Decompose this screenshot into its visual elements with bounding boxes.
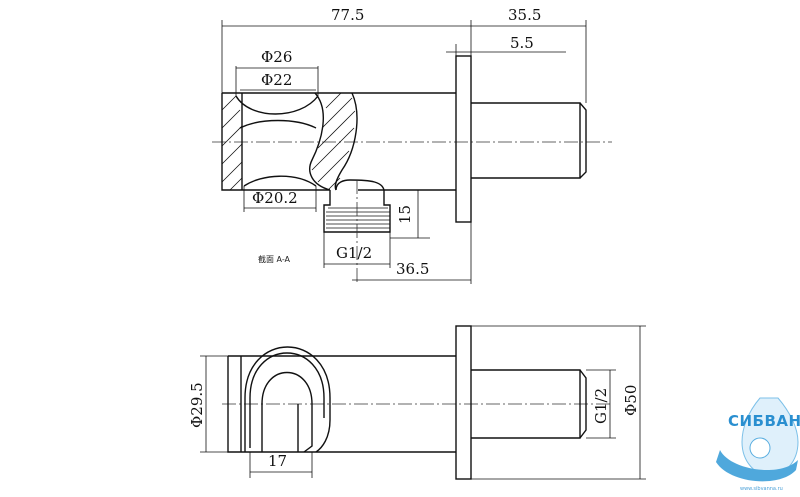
thread-lines bbox=[326, 207, 390, 229]
brand-url: www.sibvanna.ru bbox=[740, 486, 783, 492]
holder-ring-mid bbox=[249, 352, 325, 448]
outlet-thread-body bbox=[323, 179, 391, 233]
dim-outer-diameter: Φ26 bbox=[261, 48, 292, 66]
dim-flange-diameter: Φ50 bbox=[622, 385, 640, 416]
dim-holder-width: 17 bbox=[268, 452, 287, 470]
watermark-logo: СИБВАННА www.sibvanna.ru bbox=[716, 397, 800, 492]
hatched-wall-left bbox=[221, 95, 243, 191]
holder-ring-inner bbox=[261, 371, 313, 453]
dim-rear-thread: G1/2 bbox=[592, 388, 610, 424]
section-view: 77.5 35.5 5.5 Φ26 Φ22 Φ20.2 15 G1/2 bbox=[212, 6, 612, 285]
bathtub-icon bbox=[716, 450, 798, 482]
dim-inner-diameter: Φ22 bbox=[261, 71, 292, 89]
cup-curve-bottom bbox=[243, 175, 317, 187]
dim-thread-size: G1/2 bbox=[336, 244, 372, 262]
side-view: Φ29.5 17 G1/2 Φ50 bbox=[188, 325, 646, 480]
body-curve-right bbox=[334, 92, 358, 191]
rear-stub-bottom bbox=[471, 369, 587, 439]
dim-flange-to-end: 35.5 bbox=[508, 6, 541, 24]
section-label: 截面 A-A bbox=[258, 254, 291, 264]
cup-curve-mid bbox=[239, 119, 317, 129]
water-drop-icon bbox=[741, 397, 799, 477]
dim-overall-length: 77.5 bbox=[331, 6, 364, 24]
dim-outlet-offset: 36.5 bbox=[396, 260, 429, 278]
dim-bore-diameter: Φ20.2 bbox=[252, 189, 298, 207]
holder-ring-outer bbox=[244, 346, 331, 453]
hatched-wall-right bbox=[311, 92, 356, 191]
dim-body-diameter: Φ29.5 bbox=[188, 382, 206, 428]
face-icon bbox=[749, 437, 771, 459]
flange-top bbox=[455, 55, 472, 223]
dim-flange-thickness: 5.5 bbox=[510, 34, 534, 52]
cup-curve-top bbox=[235, 95, 319, 115]
rear-stub bbox=[471, 102, 587, 179]
dim-thread-height: 15 bbox=[396, 205, 414, 224]
flange-bottom bbox=[455, 325, 472, 480]
brand-name: СИБВАННА bbox=[728, 412, 800, 430]
bore-wall-right bbox=[309, 92, 331, 191]
